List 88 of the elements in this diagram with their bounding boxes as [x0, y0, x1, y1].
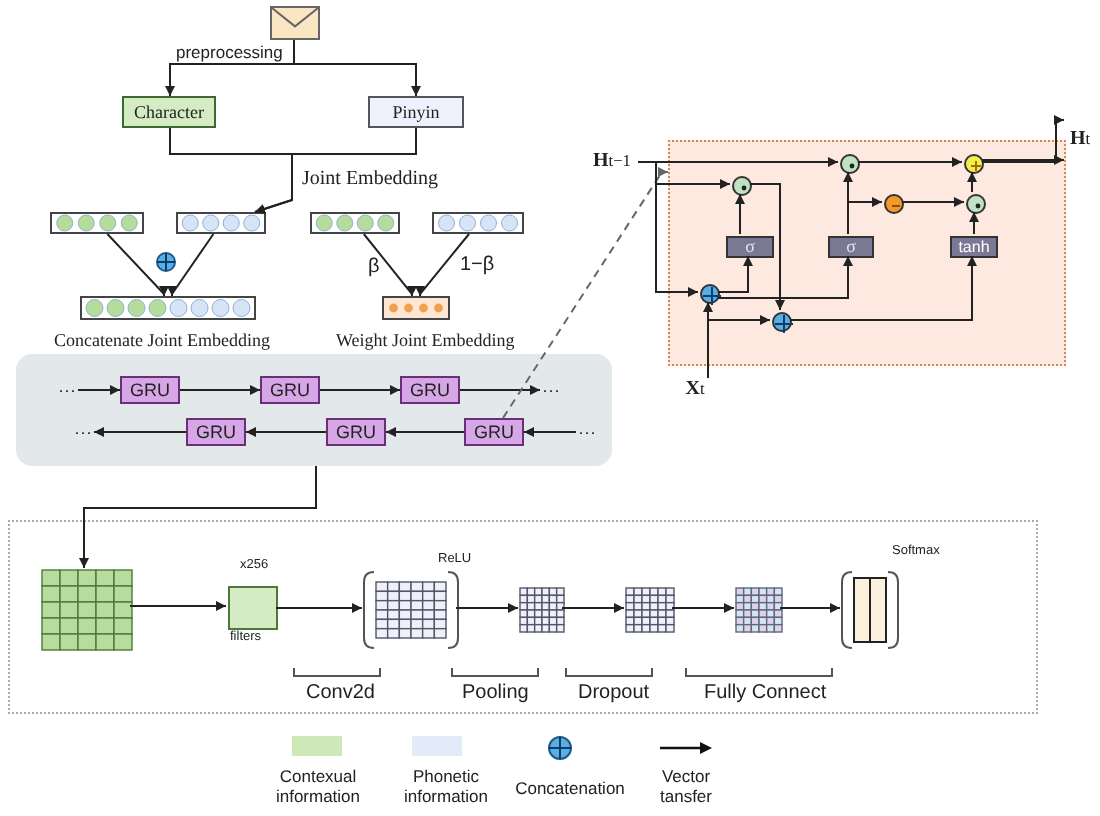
operation-circle — [732, 176, 752, 196]
arrow — [735, 193, 745, 235]
gru-box: GRU — [260, 376, 320, 404]
arrow — [179, 385, 261, 395]
caption-text: Concatenate Joint Embedding — [54, 332, 270, 350]
arrow — [415, 233, 470, 297]
operation-circle — [884, 194, 904, 214]
envelope-icon — [270, 6, 320, 40]
arrow — [254, 127, 417, 214]
gate-box: tanh — [950, 236, 998, 258]
input-box: Pinyin — [368, 96, 464, 128]
arrow — [129, 601, 227, 611]
arrow — [981, 155, 1065, 165]
arrow — [93, 427, 187, 437]
stage-label: Pooling — [462, 684, 529, 704]
feature-map-grid — [42, 570, 132, 650]
edge-label: β — [366, 258, 382, 278]
gate-box: σ — [828, 236, 874, 258]
feature-map-grid — [364, 570, 458, 650]
concatenation-circle — [700, 284, 720, 304]
arrow — [293, 39, 421, 97]
gru-panel — [16, 354, 612, 466]
arrow — [561, 603, 625, 613]
arrow — [901, 197, 965, 207]
arrow — [789, 255, 977, 321]
arrow — [779, 603, 841, 613]
concatenation-circle — [772, 312, 792, 332]
embedding-vector — [50, 212, 144, 234]
embedding-vector — [310, 212, 400, 234]
legend-text: Phonetic information — [401, 768, 491, 808]
feature-map-grid — [520, 588, 564, 632]
arrow — [319, 385, 401, 395]
edge-label: Joint Embedding — [300, 170, 441, 190]
feature-map-grid — [736, 588, 782, 632]
gru-box: GRU — [120, 376, 180, 404]
gru-box: GRU — [400, 376, 460, 404]
gru-box: GRU — [326, 418, 386, 446]
embedding-vector — [176, 212, 266, 234]
cnn-panel — [8, 520, 1038, 714]
arrow — [523, 427, 577, 437]
arrow — [385, 427, 465, 437]
input-box: Character — [122, 96, 216, 128]
edge-label: 1−β — [458, 256, 497, 276]
arrow — [969, 211, 979, 235]
embedding-vector — [432, 212, 524, 234]
legend-text: Vector tansfer — [658, 768, 714, 808]
arrow — [717, 255, 853, 299]
arrow — [671, 603, 735, 613]
embedding-vector — [382, 296, 450, 320]
arrow — [717, 255, 753, 293]
legend-text: Concatenation — [513, 780, 627, 800]
dashed-arrow — [502, 167, 669, 419]
embedding-vector — [80, 296, 256, 320]
arrow — [967, 171, 977, 193]
stage-label: Conv2d — [306, 684, 375, 704]
arrow — [749, 183, 785, 311]
operation-circle — [966, 194, 986, 214]
arrow — [455, 603, 519, 613]
stage-label: Dropout — [578, 684, 650, 704]
gru-box: GRU — [464, 418, 524, 446]
gru-cell-panel — [668, 140, 1066, 366]
caption-text: Weight Joint Embedding — [336, 332, 515, 350]
arrow — [981, 115, 1065, 163]
ellipsis-text: ··· — [56, 380, 78, 400]
arrow — [857, 157, 963, 167]
edge-label: preprocessing — [174, 44, 285, 61]
ellipsis-text: ··· — [72, 422, 94, 442]
arrow — [275, 603, 363, 613]
arrow — [77, 385, 121, 395]
filter-square — [228, 586, 278, 630]
softmax-output — [842, 570, 898, 650]
ellipsis-text: ··· — [576, 422, 598, 442]
feature-map-grid — [626, 588, 674, 632]
stage-label: Fully Connect — [704, 684, 827, 704]
arrow — [245, 427, 327, 437]
gru-box: GRU — [186, 418, 246, 446]
operation-circle — [964, 154, 984, 174]
arrow — [79, 465, 317, 569]
ellipsis-text: ··· — [540, 380, 562, 400]
operation-circle — [840, 154, 860, 174]
arrow — [459, 385, 541, 395]
gate-box: σ — [726, 236, 774, 258]
legend-text: Contexual information — [273, 768, 363, 808]
arrow — [167, 233, 215, 297]
arrow — [106, 233, 169, 297]
arrow — [847, 197, 883, 235]
arrow — [637, 161, 699, 297]
arrow — [362, 233, 417, 297]
